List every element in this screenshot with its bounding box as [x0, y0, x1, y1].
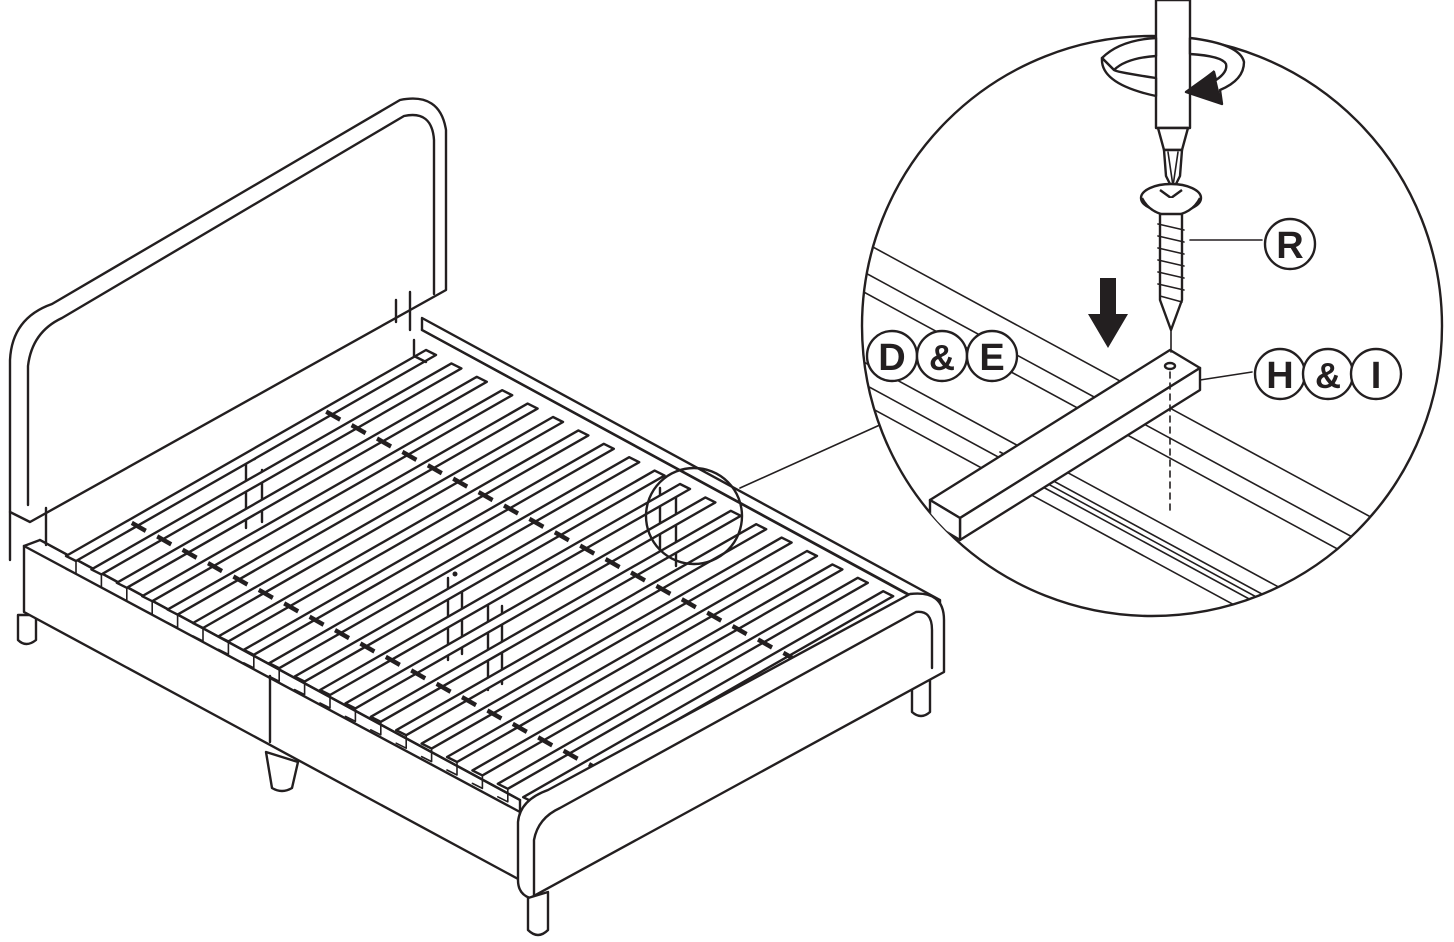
- slat-edge: [243, 654, 255, 669]
- slat: [141, 389, 514, 603]
- detail-callout-line: [739, 423, 883, 489]
- slat-edge: [166, 613, 179, 629]
- slat: [115, 375, 488, 589]
- slat: [445, 549, 819, 764]
- slat-strap: [130, 520, 147, 533]
- slat-edge: [217, 640, 230, 656]
- detail-view: [860, 0, 1444, 618]
- slat-edge: [370, 721, 382, 736]
- screw-icon: [1139, 182, 1203, 353]
- slat: [496, 576, 869, 790]
- slat-strap: [257, 587, 274, 600]
- slat-strap: [503, 503, 519, 516]
- slat: [318, 482, 692, 697]
- slat-strap: [410, 668, 427, 681]
- slat-edge: [420, 747, 433, 763]
- slat-edge: [319, 694, 331, 709]
- slat: [293, 469, 666, 683]
- label-h-text: H: [1266, 355, 1293, 397]
- slat-edge: [192, 627, 204, 642]
- slat-edge: [293, 680, 306, 696]
- slat-strap: [757, 637, 773, 650]
- slat-strap: [731, 624, 748, 637]
- slat-strap: [334, 628, 350, 641]
- slat-strap: [232, 574, 249, 587]
- slat-strap: [359, 641, 376, 654]
- slat-strap: [655, 583, 672, 596]
- slat-strap: [528, 516, 545, 529]
- slat-edge: [65, 560, 77, 575]
- slat-strap: [477, 490, 494, 503]
- label-d-e-amp: &: [929, 337, 955, 378]
- slat-strap: [537, 735, 554, 748]
- slat-edge: [446, 761, 458, 776]
- slat-edge: [268, 667, 280, 682]
- label-h-i: H & I: [1253, 347, 1403, 401]
- label-e-text: E: [979, 337, 1004, 379]
- slat-strap: [401, 449, 418, 462]
- slat-strap: [350, 423, 367, 436]
- rotate-arrow-icon: [1100, 36, 1246, 106]
- corner-bracket: [412, 338, 428, 364]
- label-r-text: R: [1276, 225, 1303, 267]
- slat: [166, 402, 539, 616]
- slat: [268, 456, 641, 670]
- slat-strap: [384, 654, 401, 667]
- slat-strap: [486, 708, 503, 721]
- slat: [395, 523, 768, 737]
- slat-strap: [461, 695, 477, 708]
- slat-edge: [395, 734, 407, 749]
- slat-strap: [181, 547, 198, 560]
- slat-strap: [452, 476, 469, 489]
- slat: [420, 536, 793, 750]
- bed-slats: [64, 348, 895, 816]
- slat: [64, 348, 438, 563]
- slat-strap: [680, 597, 697, 610]
- down-arrow-icon: [1088, 278, 1128, 348]
- slat-edge: [471, 774, 484, 790]
- screwdriver-icon: [1154, 0, 1192, 192]
- slat: [344, 496, 717, 710]
- slat-strap: [562, 748, 579, 761]
- slat-strap: [426, 463, 443, 476]
- bed-leg-left: [16, 613, 38, 646]
- slat-strap: [376, 436, 392, 449]
- headboard: [8, 97, 448, 562]
- slat: [471, 563, 844, 777]
- slat-strap: [283, 601, 300, 614]
- bed-frame: [8, 97, 946, 937]
- slat-strap: [604, 557, 621, 570]
- slat-strap: [156, 534, 173, 547]
- slat-strap: [308, 614, 325, 627]
- slat-edge: [116, 587, 128, 602]
- bed-leg-front: [526, 890, 550, 937]
- label-d-text: D: [878, 337, 905, 379]
- slat-strap: [706, 610, 723, 623]
- label-h-i-amp: &: [1315, 355, 1341, 396]
- slat-strap: [579, 543, 596, 556]
- bed-leg-center: [264, 750, 300, 793]
- slat-strap: [207, 561, 223, 574]
- footboard: [516, 592, 946, 900]
- slat-strap: [511, 721, 528, 734]
- slat: [217, 429, 590, 643]
- detail-callout-circle: [644, 466, 744, 566]
- slat-strap: [630, 570, 646, 583]
- slat: [369, 509, 742, 723]
- slat-strap: [553, 530, 570, 543]
- slat: [242, 442, 615, 656]
- label-i-text: I: [1371, 355, 1382, 397]
- label-r: R: [1263, 217, 1317, 271]
- slat: [90, 362, 463, 576]
- slat-strap: [435, 681, 452, 694]
- slat-edge: [90, 573, 103, 589]
- slat-strap: [325, 409, 342, 422]
- slat: [191, 415, 565, 630]
- label-d-e: D & E: [865, 329, 1019, 383]
- slat-edge: [497, 788, 509, 803]
- slat-edge: [141, 600, 153, 615]
- slat-edge: [344, 707, 357, 723]
- center-supports: [244, 455, 678, 692]
